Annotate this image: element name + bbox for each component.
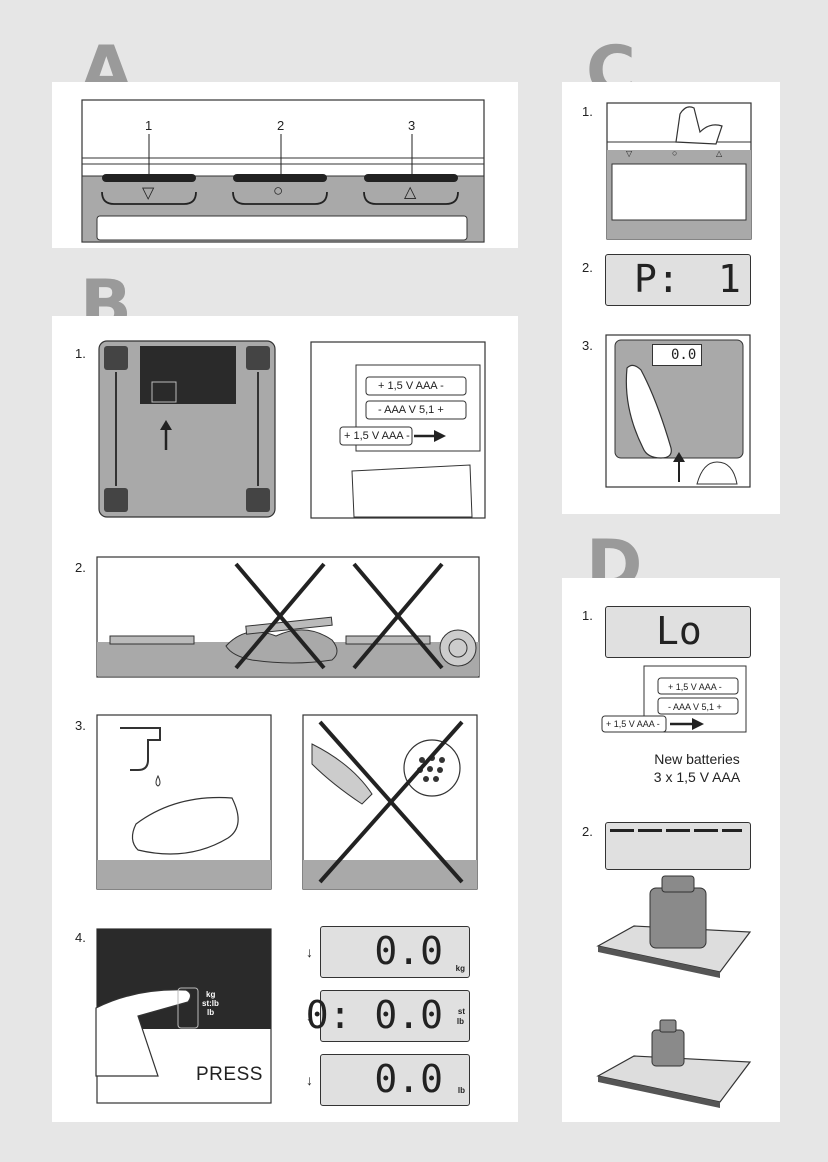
profile-display: P: 1	[605, 254, 751, 306]
new-batteries-line-1: New batteries	[642, 750, 752, 768]
scale-readout-display: 0.0	[652, 344, 702, 366]
battery-label-mid-d: - AAA V 5,1 +	[668, 702, 722, 712]
display-kg-unit: kg	[456, 964, 465, 973]
up-triangle-icon: △	[716, 149, 722, 158]
no-detergent-illustration	[302, 714, 478, 890]
display-st-lb-value: 0: 0.0	[306, 993, 443, 1037]
step-b2: 2.	[75, 560, 86, 575]
label-button-2: 2	[277, 118, 284, 133]
up-triangle-icon: △	[404, 182, 416, 202]
profile-display-value: 1	[718, 257, 741, 301]
circle-icon: ○	[672, 148, 677, 158]
down-arrow-icon: ↓	[306, 1008, 313, 1024]
unit-label-kg: kg	[206, 990, 215, 999]
cleaning-cloth-illustration	[96, 714, 272, 890]
press-label: PRESS	[196, 1064, 263, 1086]
overload-dashes	[610, 827, 750, 837]
down-arrow-icon: ↓	[306, 944, 313, 960]
scale-underside-illustration	[98, 340, 278, 520]
profile-display-text: P:	[634, 257, 680, 301]
battery-label-insert: + 1,5 V AAA -	[344, 430, 410, 442]
down-triangle-icon: ▽	[626, 149, 632, 158]
section-b-panel: 1. 2. 3. 4. + 1,5 V AAA - - AAA V 5,1 + …	[52, 316, 518, 1122]
display-lb: 0.0 lb	[320, 1054, 470, 1106]
display-kg-value: 0.0	[374, 929, 443, 973]
display-lb-unit-2: lb	[458, 1086, 465, 1095]
unit-label-lb: lb	[207, 1008, 214, 1017]
display-lb-unit: lb	[457, 1017, 464, 1026]
scale-readout-value: 0.0	[671, 346, 696, 364]
step-d1: 1.	[582, 608, 593, 623]
battery-label-top: + 1,5 V AAA -	[378, 380, 444, 392]
new-batteries-line-2: 3 x 1,5 V AAA	[642, 768, 752, 786]
low-battery-display-text: Lo	[656, 609, 702, 653]
battery-label-mid: - AAA V 5,1 +	[378, 404, 444, 416]
down-triangle-icon: ▽	[142, 183, 154, 203]
display-kg: 0.0 kg	[320, 926, 470, 978]
display-st-lb: 0: 0.0 st lb	[320, 990, 470, 1042]
section-d-panel: 1. 2. Lo + 1,5 V AAA - - AAA V 5,1 + + 1…	[562, 578, 780, 1122]
label-button-1: 1	[145, 118, 152, 133]
step-c3: 3.	[582, 338, 593, 353]
section-c-panel: 1. 2. 3. ▽ ○ △ P: 1 0.0	[562, 82, 780, 514]
step-b1: 1.	[75, 346, 86, 361]
step-c1: 1.	[582, 104, 593, 119]
display-lb-value: 0.0	[374, 1057, 443, 1101]
overload-display	[605, 822, 751, 870]
display-st-unit: st	[458, 1007, 465, 1016]
step-d2: 2.	[582, 824, 593, 839]
battery-label-insert-d: + 1,5 V AAA -	[606, 719, 660, 729]
floor-surface-illustration	[96, 556, 480, 678]
light-weight-on-scale-illustration	[594, 1010, 754, 1110]
heavy-weight-on-scale-illustration	[594, 874, 754, 984]
button-panel-diagram	[52, 82, 518, 248]
circle-icon: ○	[273, 181, 283, 201]
low-battery-display: Lo	[605, 606, 751, 658]
step-b4: 4.	[75, 930, 86, 945]
section-a-panel: 1 2 3 ▽ ○ △	[52, 82, 518, 248]
finger-press-illustration	[606, 102, 752, 240]
unit-label-st-lb: st:lb	[202, 999, 219, 1008]
step-b3: 3.	[75, 718, 86, 733]
label-button-3: 3	[408, 118, 415, 133]
battery-label-top-d: + 1,5 V AAA -	[668, 682, 722, 692]
down-arrow-icon: ↓	[306, 1072, 313, 1088]
step-c2: 2.	[582, 260, 593, 275]
